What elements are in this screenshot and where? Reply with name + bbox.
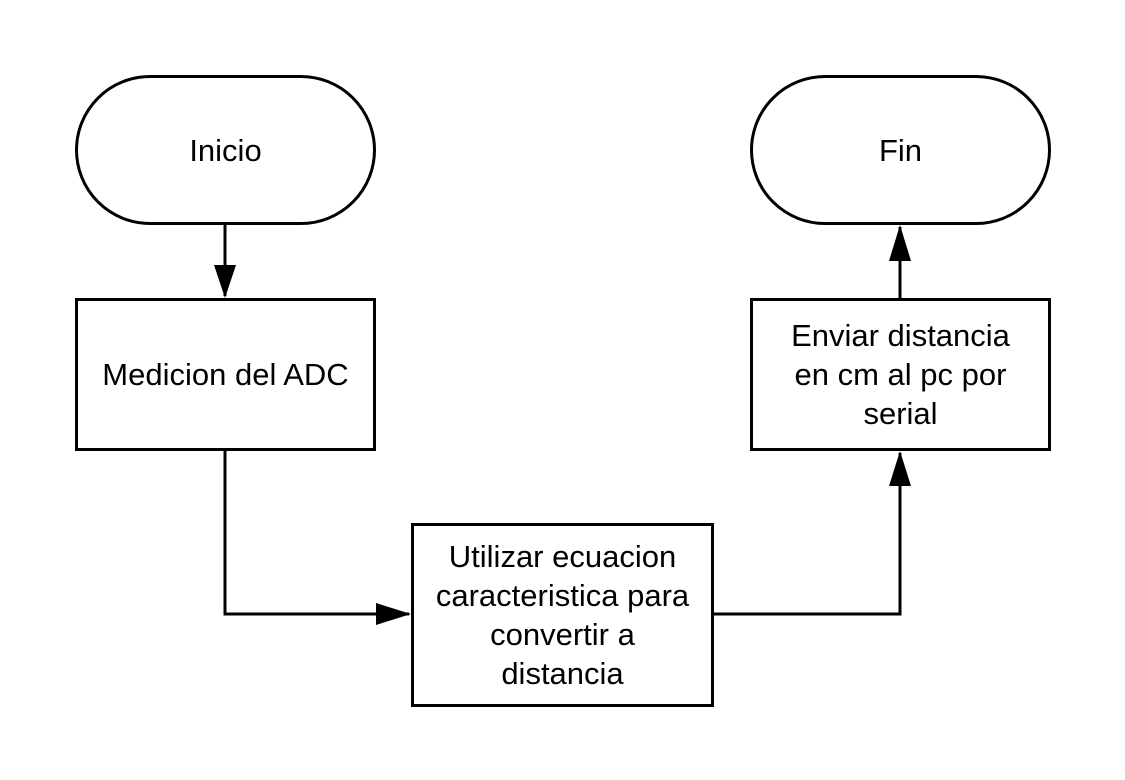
arrowhead-convert [376,603,411,625]
measure-adc-process: Medicion del ADC [75,298,376,451]
measure-label: Medicion del ADC [102,357,349,392]
send-label-line: Enviar distancia [791,318,1010,353]
start-label: Inicio [189,132,262,168]
convert-label: Utilizar ecuacion caracteristica para co… [436,537,689,693]
start-terminal: Inicio [75,75,376,225]
edge-measure-to-convert [223,451,409,616]
end-terminal: Fin [750,75,1051,225]
convert-distance-process: Utilizar ecuacion caracteristica para co… [411,523,714,707]
send-label: Enviar distancia en cm al pc por serial [791,316,1010,433]
convert-label-line: Utilizar ecuacion [448,539,677,574]
end-label: Fin [878,132,923,168]
convert-label-line: distancia [501,656,624,691]
send-label-line: en cm al pc por [794,357,1007,392]
convert-label-line: convertir a [490,617,635,652]
send-distance-process: Enviar distancia en cm al pc por serial [750,298,1051,451]
arrowhead-send [889,451,911,486]
edge-convert-to-send [714,453,902,616]
convert-label-line: caracteristica para [435,578,690,613]
arrowhead-end [889,225,911,261]
arrowhead-measure [214,265,236,298]
send-label-line: serial [863,396,938,431]
